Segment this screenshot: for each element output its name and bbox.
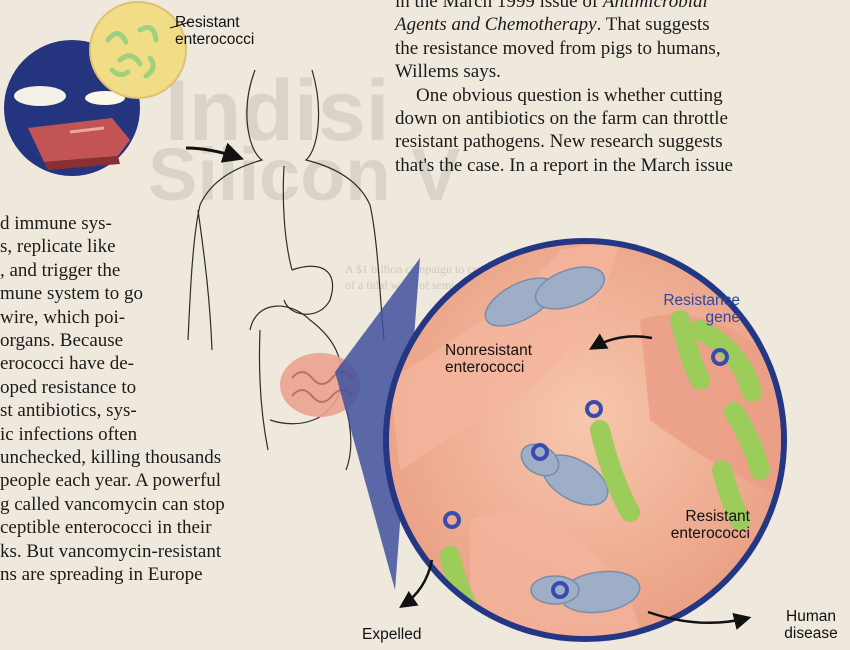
right-line-1: in the March 1999 issue of Antimicrobial	[395, 0, 733, 13]
left-line-10: ic infections often	[0, 423, 225, 446]
right-line-6: down on antibiotics on the farm can thro…	[395, 107, 733, 130]
right-line-7: resistant pathogens. New research sugges…	[395, 130, 733, 153]
right-column-text: in the March 1999 issue of Antimicrobial…	[395, 0, 733, 177]
left-line-6: organs. Because	[0, 329, 225, 352]
right-line-3: the resistance moved from pigs to humans…	[395, 37, 733, 60]
left-line-11: unchecked, killing thousands	[0, 446, 225, 469]
label-expelled: Expelled	[362, 626, 421, 643]
right-line-5: One obvious question is whether cutting	[395, 84, 733, 107]
left-line-8: oped resistance to	[0, 376, 225, 399]
left-line-13: g called vancomycin can stop	[0, 493, 225, 516]
label-resistant-top: Resistant enterococci	[175, 14, 275, 48]
left-line-16: ns are spreading in Europe	[0, 563, 225, 586]
left-column-text: d immune sys-s, replicate like, and trig…	[0, 212, 225, 587]
right-line-2: Agents and Chemotherapy. That suggests	[395, 13, 733, 36]
left-line-7: erococci have de-	[0, 352, 225, 375]
label-resistance-gene: Resistance gene	[655, 292, 740, 326]
left-line-2: s, replicate like	[0, 235, 225, 258]
label-human-disease: Human disease	[772, 608, 850, 642]
label-nonresistant: Nonresistant enterococci	[445, 342, 565, 376]
right-line-8: that's the case. In a report in the Marc…	[395, 154, 733, 177]
left-line-12: people each year. A powerful	[0, 469, 225, 492]
left-line-14: ceptible enterococci in their	[0, 516, 225, 539]
left-line-9: st antibiotics, sys-	[0, 399, 225, 422]
right-line-4: Willems says.	[395, 60, 733, 83]
label-resistant-bottom: Resistant enterococci	[640, 508, 750, 542]
resistant-inset-icon	[90, 2, 186, 98]
left-line-4: mune system to go	[0, 282, 225, 305]
left-line-1: d immune sys-	[0, 212, 225, 235]
left-line-3: , and trigger the	[0, 259, 225, 282]
left-line-5: wire, which poi-	[0, 306, 225, 329]
left-line-15: ks. But vancomycin-resistant	[0, 540, 225, 563]
